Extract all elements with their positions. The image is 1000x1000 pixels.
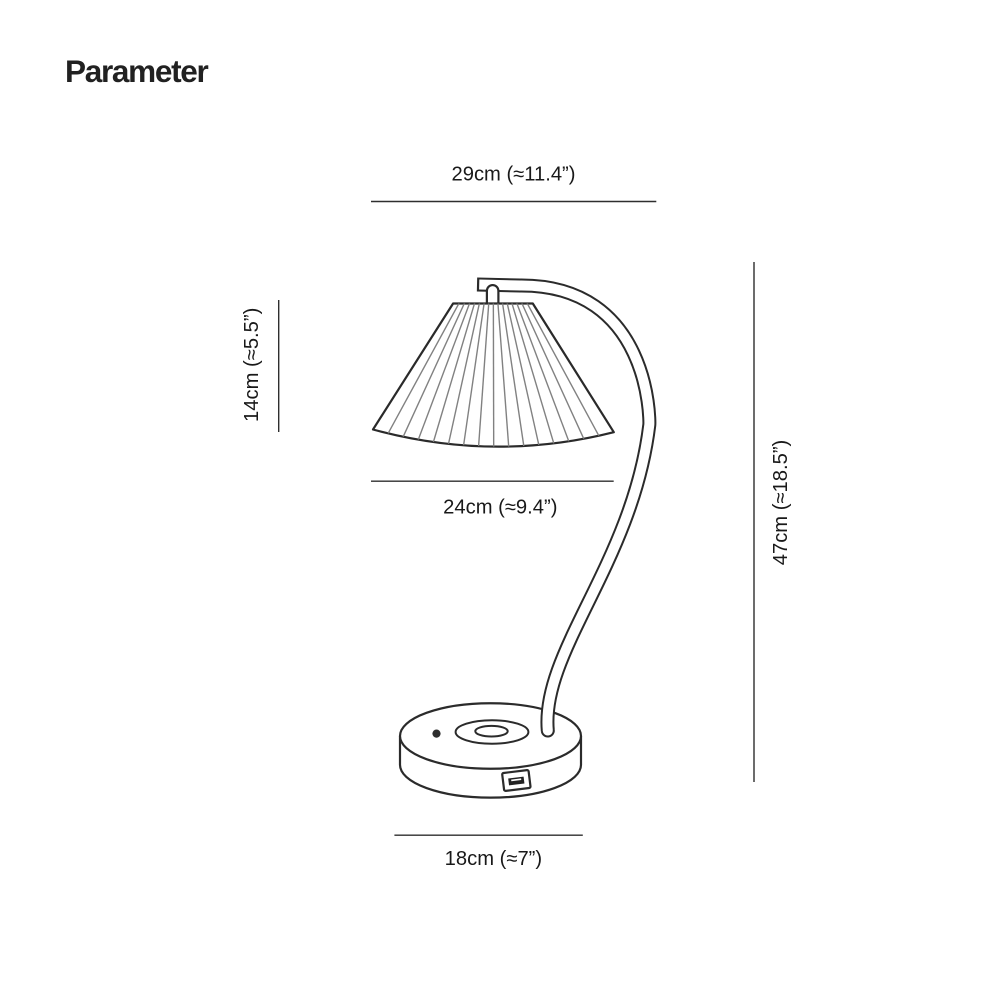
svg-text:47cm (≈18.5”): 47cm (≈18.5”) <box>770 440 792 566</box>
svg-text:14cm (≈5.5”): 14cm (≈5.5”) <box>241 308 263 422</box>
svg-text:29cm (≈11.4”): 29cm (≈11.4”) <box>451 164 575 186</box>
svg-text:24cm (≈9.4”): 24cm (≈9.4”) <box>443 497 557 519</box>
svg-text:18cm (≈7”): 18cm (≈7”) <box>445 848 542 870</box>
